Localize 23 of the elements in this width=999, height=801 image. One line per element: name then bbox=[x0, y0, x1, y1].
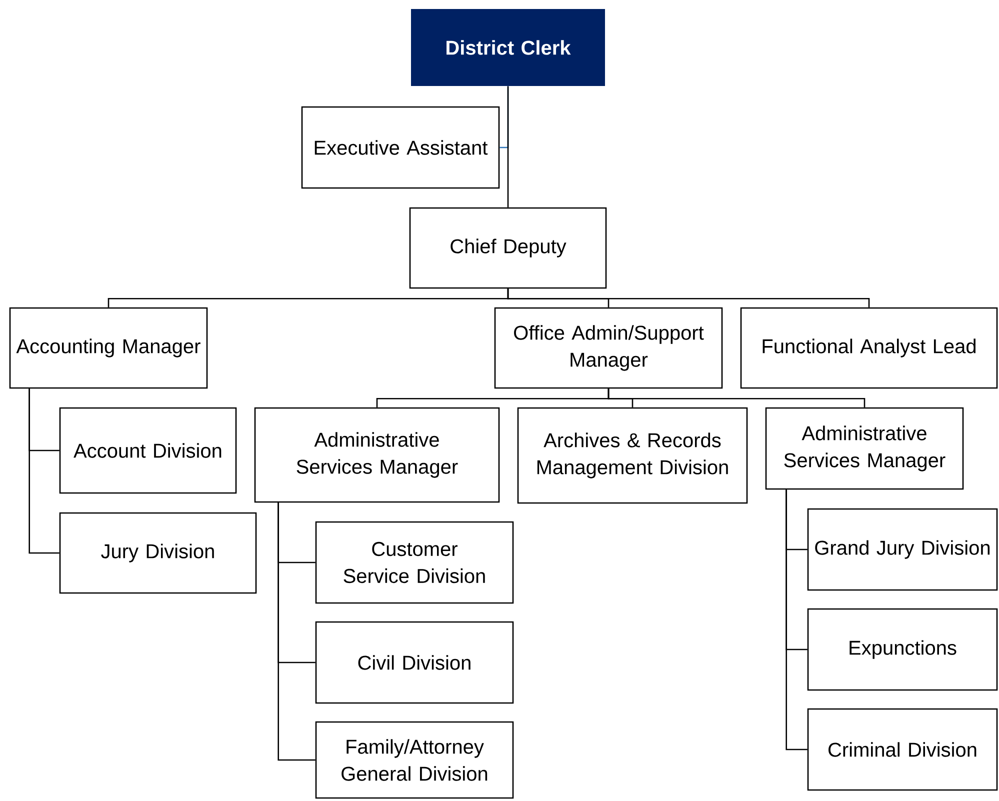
connector-line bbox=[507, 86, 509, 208]
title-box: District Clerk bbox=[411, 9, 605, 86]
role-box: Chief Deputy bbox=[409, 207, 607, 289]
role-box: Executive Assistant bbox=[301, 106, 500, 189]
role-box: Administrative Services Manager bbox=[254, 407, 500, 503]
role-box: Grand Jury Division bbox=[807, 508, 998, 591]
connector-line bbox=[608, 388, 866, 408]
connector-line bbox=[278, 502, 316, 761]
role-box: Functional Analyst Lead bbox=[740, 307, 998, 389]
role-box: Criminal Division bbox=[807, 708, 998, 791]
role-box: Administrative Services Manager bbox=[765, 407, 964, 490]
role-box: Expunctions bbox=[807, 608, 998, 691]
role-box: Civil Division bbox=[315, 621, 514, 704]
role-box: Jury Division bbox=[59, 512, 257, 594]
role-box: Archives & Records Management Division bbox=[517, 407, 748, 504]
role-box: Customer Service Division bbox=[315, 521, 514, 604]
role-box: Accounting Manager bbox=[9, 307, 208, 389]
connector-line bbox=[28, 388, 60, 554]
role-box: Family/Attorney General Division bbox=[315, 721, 514, 799]
role-box: Account Division bbox=[59, 407, 237, 494]
connector-line bbox=[786, 490, 808, 750]
connector-line bbox=[507, 288, 870, 308]
role-box: Office Admin/Support Manager bbox=[494, 307, 723, 389]
